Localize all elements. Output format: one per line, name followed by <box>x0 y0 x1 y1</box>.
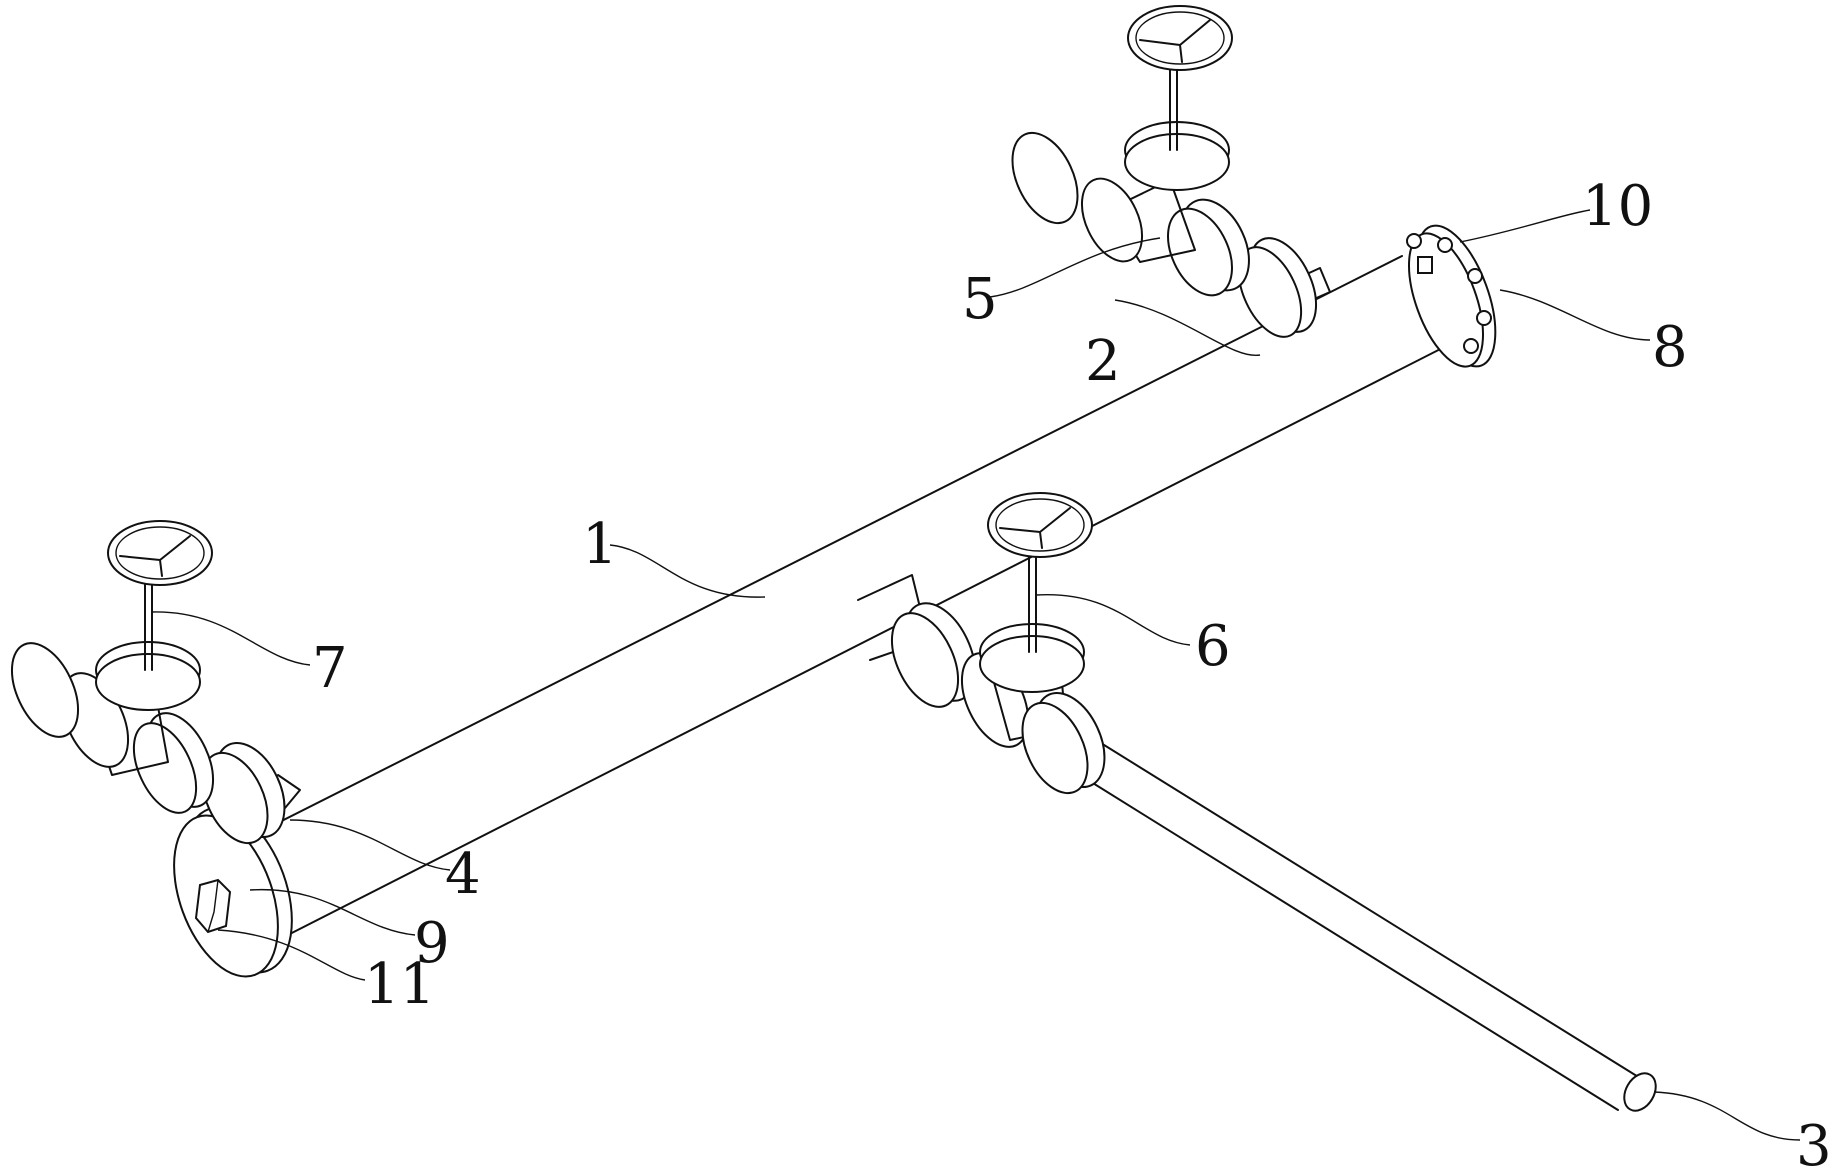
callout-6: 6 <box>1195 614 1231 679</box>
callout-3: 3 <box>1796 1114 1831 1174</box>
callout-labels: 1 2 3 4 5 6 7 8 9 10 11 <box>312 174 1831 1174</box>
callout-10: 10 <box>1582 174 1653 239</box>
callout-2: 2 <box>1085 329 1121 394</box>
leader-1 <box>609 544 766 598</box>
end-cap-left <box>173 806 293 978</box>
leader-5 <box>989 237 1161 298</box>
leader-4 <box>289 819 451 871</box>
callout-1: 1 <box>582 512 618 577</box>
valve-group-left <box>10 520 301 845</box>
valve-group-middle <box>857 492 1106 795</box>
leader-9 <box>249 888 416 936</box>
leader-3 <box>1653 1091 1801 1141</box>
leader-7 <box>151 611 311 666</box>
leader-10 <box>1459 209 1591 243</box>
main-pipe <box>237 255 1465 941</box>
leader-8 <box>1499 289 1651 341</box>
leader-11 <box>217 929 366 981</box>
end-flange-right <box>1406 224 1497 368</box>
leader-lines <box>151 209 1801 1141</box>
callout-5: 5 <box>962 267 998 332</box>
callout-11: 11 <box>364 952 435 1017</box>
callout-4: 4 <box>445 842 481 907</box>
callout-9: 9 <box>414 911 450 976</box>
leader-6 <box>1035 594 1191 646</box>
outlet-pipe <box>1087 734 1657 1112</box>
vent-plug <box>1417 256 1433 274</box>
callout-8: 8 <box>1652 315 1688 380</box>
leader-2 <box>1114 299 1261 356</box>
callout-7: 7 <box>312 636 348 701</box>
hex-plug <box>194 878 232 934</box>
valve-group-top <box>1011 5 1331 338</box>
